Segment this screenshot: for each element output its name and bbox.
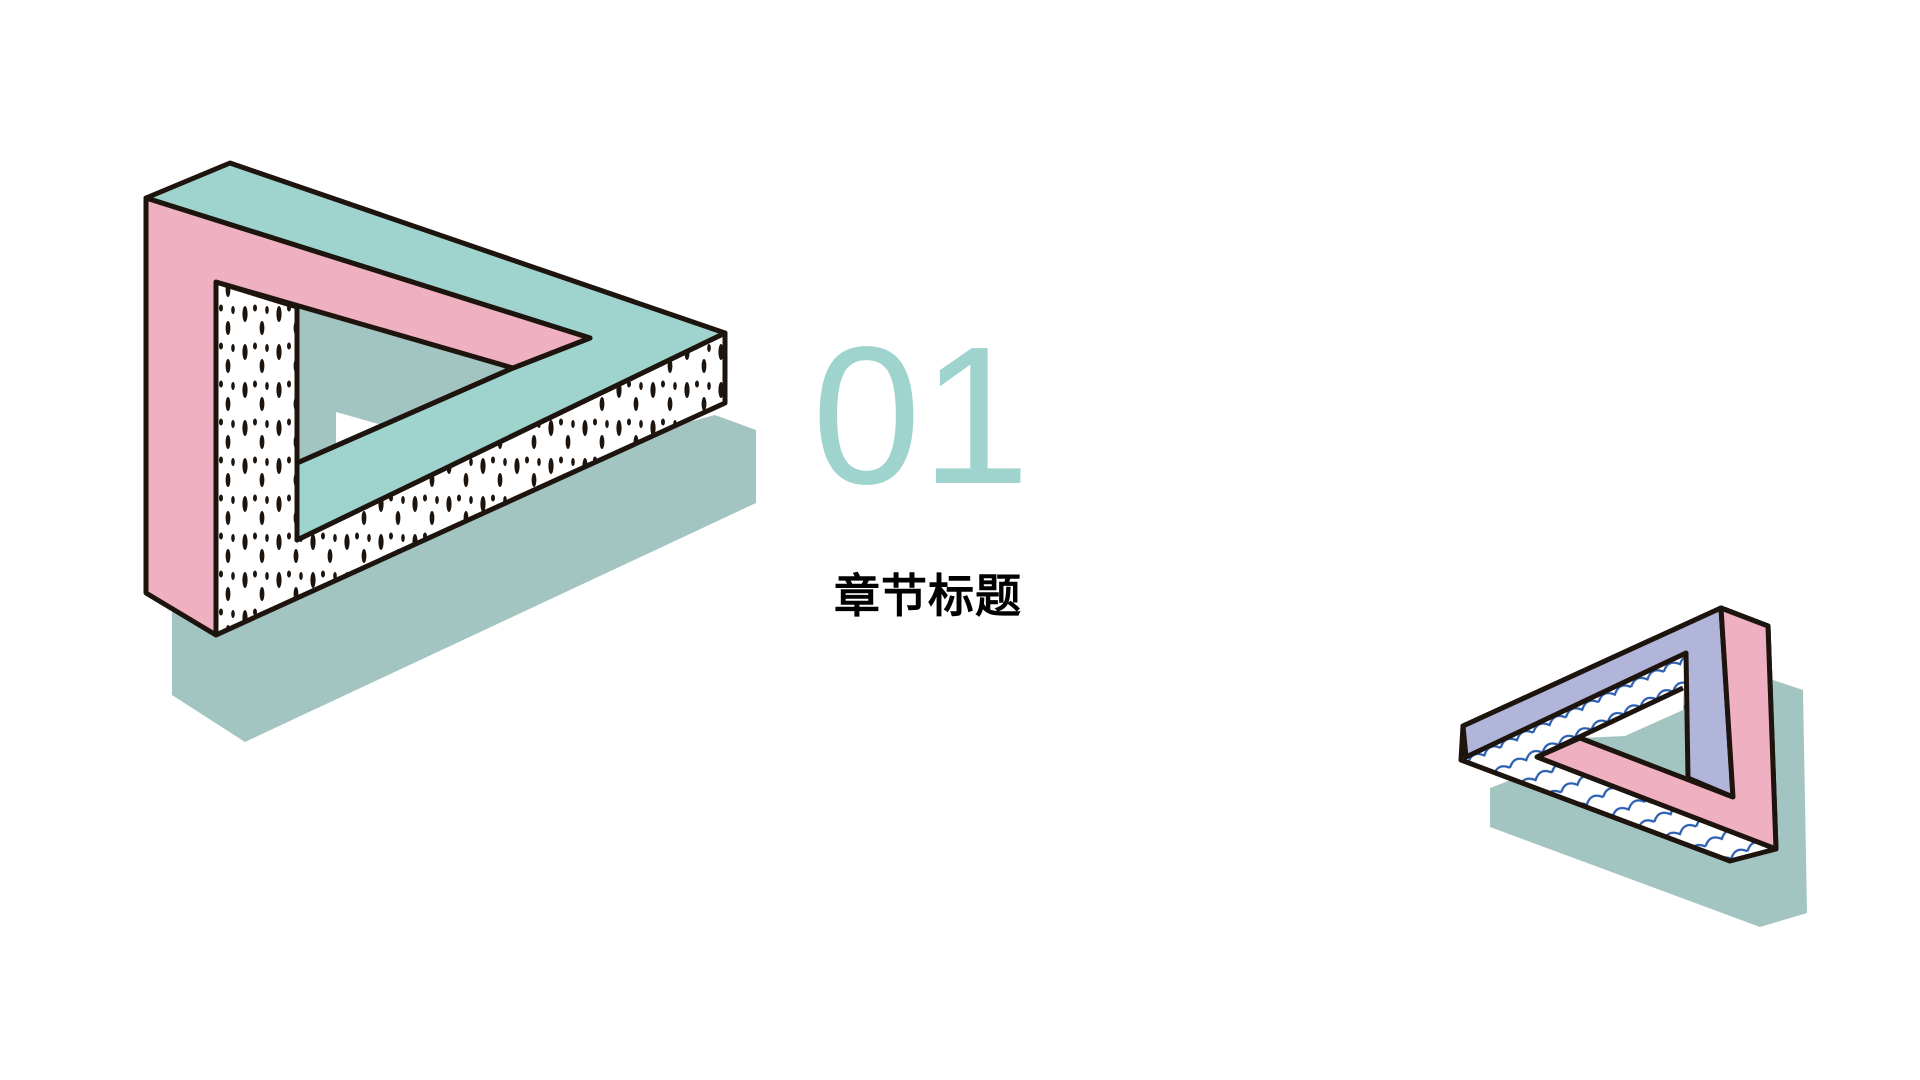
chapter-number: 01 bbox=[812, 306, 1031, 525]
large-triangle-edge bbox=[295, 365, 515, 466]
large-triangle-shadow bbox=[172, 415, 756, 742]
large-triangle-pink-face bbox=[143, 195, 593, 638]
impossible-triangle-large bbox=[143, 160, 756, 742]
chapter-title: 章节标题 bbox=[834, 569, 1022, 623]
impossible-triangle-small bbox=[1458, 605, 1807, 927]
small-triangle-pink-face bbox=[1534, 605, 1779, 852]
